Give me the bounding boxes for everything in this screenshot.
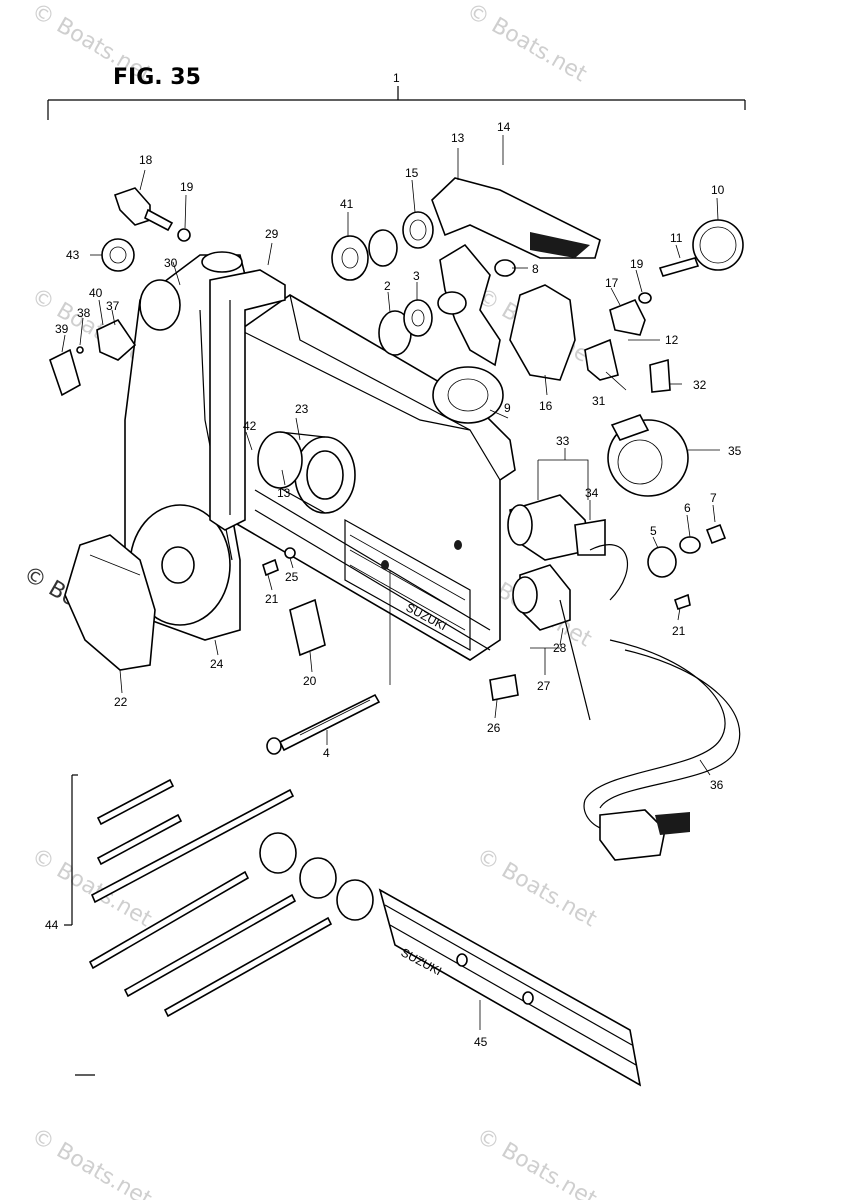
callout-14: 14 bbox=[497, 120, 511, 134]
callout-13-lower: 13 bbox=[277, 486, 291, 500]
callout-17: 17 bbox=[605, 276, 619, 290]
callout-27: 27 bbox=[537, 679, 551, 693]
callout-45: 45 bbox=[474, 1035, 488, 1049]
callout-21: 21 bbox=[265, 592, 279, 606]
watermark: © Boats.net bbox=[27, 1124, 156, 1200]
callout-25: 25 bbox=[285, 570, 299, 584]
callout-44: 44 bbox=[45, 918, 59, 932]
callout-16: 16 bbox=[539, 399, 553, 413]
callout-33: 33 bbox=[556, 434, 570, 448]
callout-numbers: 9 2 3 4 5 6 7 8 10 11 12 13 13 14 15 16 … bbox=[45, 120, 742, 1049]
callout-13: 13 bbox=[451, 131, 465, 145]
pulsar-cover bbox=[607, 414, 689, 497]
small-lower-parts bbox=[262, 547, 519, 701]
callout-5: 5 bbox=[650, 524, 657, 538]
callout-42: 42 bbox=[243, 419, 257, 433]
callout-28: 28 bbox=[553, 641, 567, 655]
callout-4: 4 bbox=[323, 746, 330, 760]
callout-22: 22 bbox=[114, 695, 128, 709]
callout-19: 19 bbox=[180, 180, 194, 194]
callout-34: 34 bbox=[585, 486, 599, 500]
left-parts bbox=[49, 187, 191, 397]
connectors bbox=[507, 494, 628, 721]
callout-24: 24 bbox=[210, 657, 224, 671]
callout-36: 36 bbox=[710, 778, 724, 792]
callout-20: 20 bbox=[303, 674, 317, 688]
callout-40: 40 bbox=[89, 286, 103, 300]
callout-23: 23 bbox=[295, 402, 309, 416]
callout-41: 41 bbox=[340, 197, 354, 211]
callout-31: 31 bbox=[592, 394, 606, 408]
right-washers bbox=[647, 523, 727, 611]
shift-gear bbox=[257, 431, 356, 514]
ties-bracket bbox=[64, 774, 95, 1076]
callout-1: 1 bbox=[393, 71, 400, 85]
callout-19-right: 19 bbox=[630, 257, 644, 271]
long-bolt bbox=[266, 693, 381, 755]
watermark: © Boats.net bbox=[472, 1124, 601, 1200]
collars bbox=[259, 832, 374, 921]
callout-18: 18 bbox=[139, 153, 153, 167]
callout-21-right: 21 bbox=[672, 624, 686, 638]
callout-11: 11 bbox=[670, 231, 683, 245]
callout-15: 15 bbox=[405, 166, 419, 180]
callout-35: 35 bbox=[728, 444, 742, 458]
callout-38: 38 bbox=[77, 306, 91, 320]
callout-9: 9 bbox=[504, 401, 511, 415]
callout-32: 32 bbox=[693, 378, 707, 392]
callout-2: 2 bbox=[384, 279, 391, 293]
callout-29: 29 bbox=[265, 227, 279, 241]
switch-parts bbox=[584, 298, 671, 393]
cable-ties bbox=[88, 778, 333, 1018]
leader-lines bbox=[61, 135, 720, 1030]
upper-small-parts bbox=[331, 211, 434, 356]
callout-12: 12 bbox=[665, 333, 679, 347]
lever-bracket bbox=[209, 269, 286, 531]
callout-6: 6 bbox=[684, 501, 691, 515]
callout-26: 26 bbox=[487, 721, 501, 735]
upper-levers bbox=[431, 177, 601, 424]
callout-39: 39 bbox=[55, 322, 69, 336]
assembly-bracket bbox=[47, 86, 746, 120]
callout-43: 43 bbox=[66, 248, 80, 262]
callout-30: 30 bbox=[164, 256, 178, 270]
callout-8: 8 bbox=[532, 262, 539, 276]
callout-10: 10 bbox=[711, 183, 725, 197]
harness-cable bbox=[583, 639, 741, 861]
trim-strip: SUZUKI bbox=[378, 888, 642, 1087]
watermark: © Boats.net bbox=[462, 0, 591, 87]
callout-37: 37 bbox=[106, 299, 120, 313]
right-ring-bolt bbox=[638, 219, 744, 304]
figure-title: FIG. 35 bbox=[113, 65, 201, 90]
callout-7: 7 bbox=[710, 491, 717, 505]
callout-3: 3 bbox=[413, 269, 420, 283]
cover-plate bbox=[64, 534, 156, 671]
watermark: © Boats.net bbox=[472, 844, 601, 933]
